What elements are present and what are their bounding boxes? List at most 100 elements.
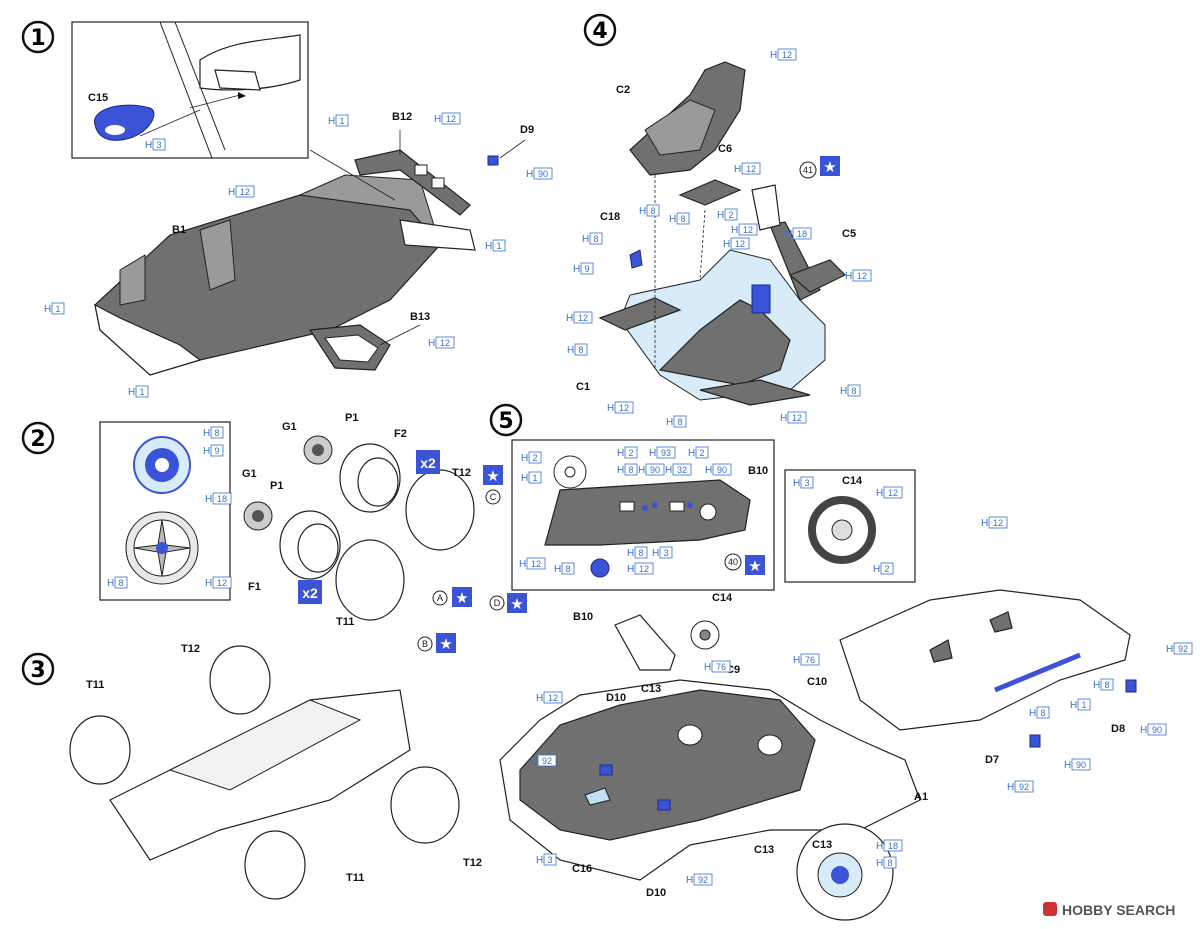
label-c13-top: C13 (641, 683, 661, 695)
paint-code-number: 90 (1152, 725, 1162, 735)
step-4-number: 4 (592, 19, 607, 44)
paint-code-prefix: H (1140, 725, 1147, 736)
paint-code-prefix: H (1070, 700, 1077, 711)
part-c18 (629, 249, 643, 269)
decal-40-number: 40 (728, 557, 738, 567)
paint-code-prefix: H (840, 386, 847, 397)
paint-code-number: 12 (240, 187, 250, 197)
paint-code-number: 8 (578, 345, 583, 355)
marker-d: D (494, 598, 501, 608)
label-c13-mid: C13 (754, 844, 774, 856)
paint-code-number: 1 (532, 473, 537, 483)
star-icon: ★ (510, 595, 523, 613)
label-c13-detail: C13 (812, 839, 832, 851)
paint-code-number: 8 (1040, 708, 1045, 718)
paint-code-prefix: H (1166, 644, 1173, 655)
label-c2: C2 (616, 84, 630, 96)
part-d9 (487, 155, 499, 166)
paint-code-number: 8 (593, 234, 598, 244)
marker-c: C (490, 492, 497, 502)
step-3: 3 T12 T11 T12 T11 (21, 643, 482, 900)
paint-code-prefix: H (876, 488, 883, 499)
paint-code-number: 1 (339, 116, 344, 126)
paint-code-prefix: H (688, 448, 695, 459)
star-icon: ★ (439, 635, 452, 653)
paint-code-number: 12 (548, 693, 558, 703)
part-b10 (614, 614, 676, 671)
label-b12: B12 (392, 111, 412, 123)
paint-code-prefix: H (205, 494, 212, 505)
label-f1: F1 (248, 581, 261, 593)
paint-code-number: 12 (446, 114, 456, 124)
paint-code-number: 8 (118, 578, 123, 588)
wheel-front-right (244, 830, 306, 900)
paint-code-prefix: H (705, 465, 712, 476)
label-c14: C14 (712, 592, 733, 604)
paint-code-prefix: H (731, 225, 738, 236)
paint-code-number: 8 (650, 206, 655, 216)
paint-code-prefix: H (717, 210, 724, 221)
paint-code-prefix: H (845, 271, 852, 282)
marker-a: A (437, 593, 443, 603)
paint-code-prefix: H (639, 206, 646, 217)
chassis-assembly (109, 689, 411, 861)
paint-code-number: 1 (496, 241, 501, 251)
paint-code-prefix: H (582, 234, 589, 245)
paint-code-prefix: H (780, 413, 787, 424)
paint-code-number: 1 (55, 304, 60, 314)
paint-code-number: 92 (1019, 782, 1029, 792)
label-f2: F2 (394, 428, 407, 440)
paint-code-number: 8 (565, 564, 570, 574)
label-c16: C16 (572, 863, 592, 875)
paint-code-prefix: H (617, 448, 624, 459)
step-4: 4 C2 C6 C1 C5 C18 41 ★ (576, 13, 856, 406)
x2-badge-f2: x2 (420, 455, 436, 471)
label-c1: C1 (576, 381, 590, 393)
part-d10-left (599, 764, 613, 776)
paint-code-prefix: H (566, 313, 573, 324)
step-1-number: 1 (30, 26, 45, 51)
label-b10-inset: B10 (748, 465, 768, 477)
paint-code-number: 8 (887, 858, 892, 868)
paint-code-h90: H 90 (1140, 723, 1167, 736)
paint-code-number: 12 (743, 225, 753, 235)
step-5-number: 5 (498, 409, 513, 434)
paint-code-prefix: H (567, 345, 574, 356)
label-t11-front: T11 (86, 679, 104, 691)
label-t12-right: T12 (463, 857, 482, 869)
label-d10-bottom: D10 (646, 887, 666, 899)
paint-code-prefix: H (1064, 760, 1071, 771)
paint-code-prefix: H (734, 164, 741, 175)
paint-code-prefix: H (526, 169, 533, 180)
paint-code-number: 92 (542, 756, 552, 766)
paint-code-number: 12 (746, 164, 756, 174)
label-t11: T11 (336, 616, 354, 628)
paint-code-number: 12 (735, 239, 745, 249)
label-d10-top: D10 (606, 692, 626, 704)
label-c14-inset: C14 (842, 475, 863, 487)
paint-code-prefix: H (1029, 708, 1036, 719)
